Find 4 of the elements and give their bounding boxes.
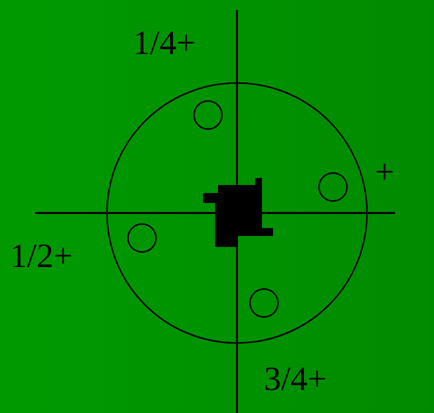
quarter-turn-label: 1/4+: [133, 27, 196, 61]
three-quarter-turn-label: 3/4+: [264, 363, 327, 397]
turn-label: +: [375, 156, 394, 190]
half-turn-label: 1/2+: [10, 240, 73, 274]
